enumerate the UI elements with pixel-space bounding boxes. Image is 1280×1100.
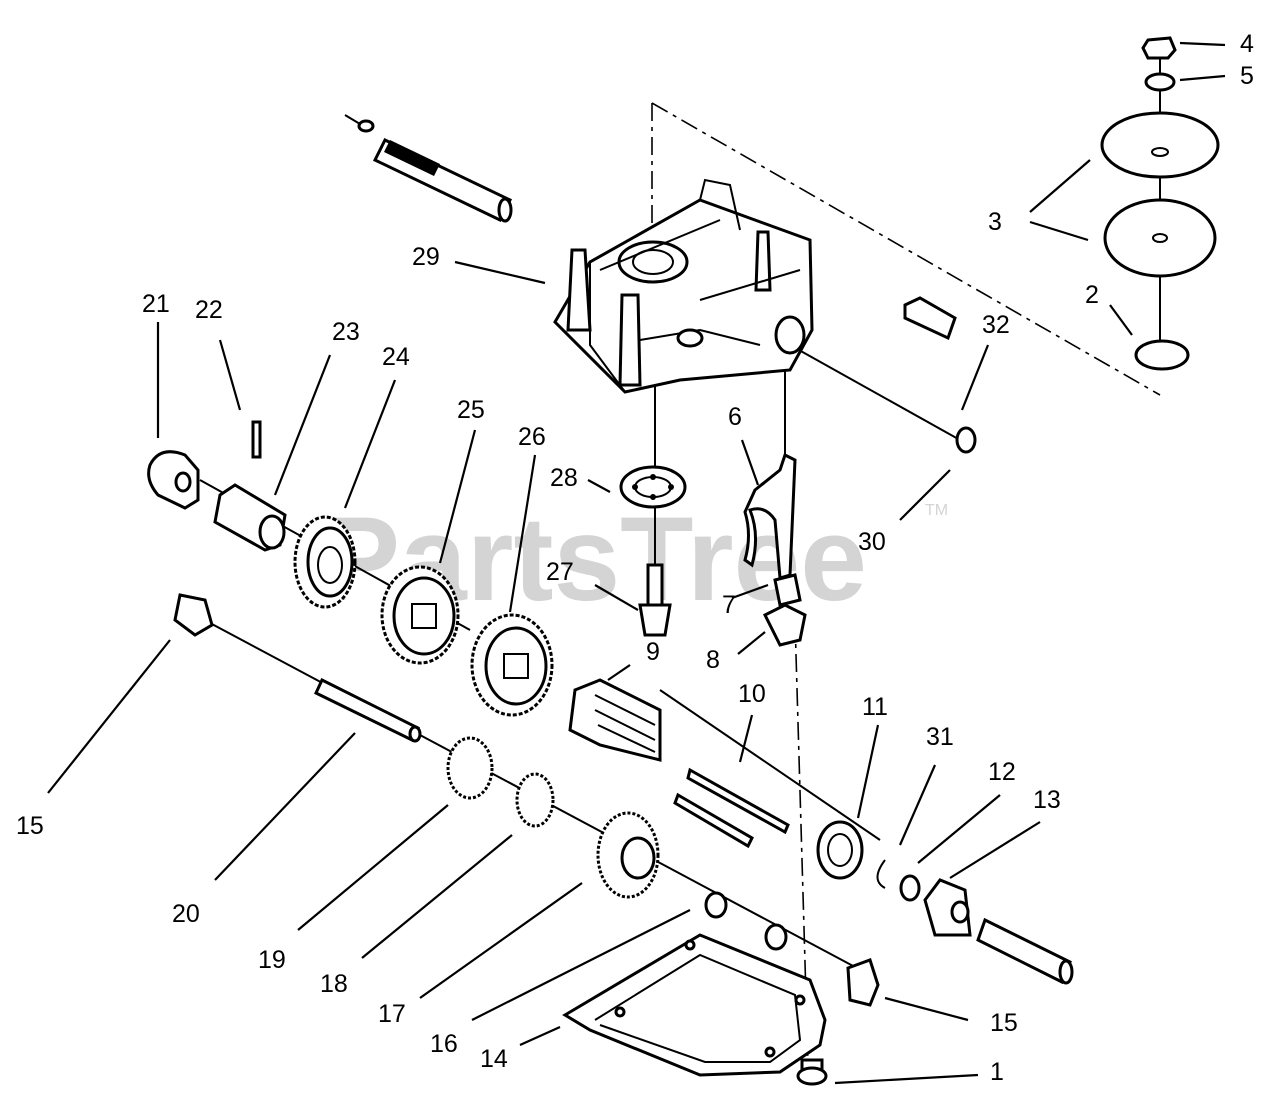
callout-8: 8 xyxy=(706,646,720,674)
callout-30: 30 xyxy=(858,528,886,556)
callout-15-left: 15 xyxy=(16,812,44,840)
callout-17: 17 xyxy=(378,1000,406,1028)
part-3-bottom-plate xyxy=(1103,198,1217,278)
callout-15-right: 15 xyxy=(990,1009,1018,1037)
callout-16: 16 xyxy=(430,1030,458,1058)
part-9-splined-shaft xyxy=(568,678,662,762)
part-4-nut xyxy=(1141,36,1177,60)
callout-6: 6 xyxy=(728,403,742,431)
part-27-bolt xyxy=(638,563,672,637)
callout-14: 14 xyxy=(480,1045,508,1073)
callout-28: 28 xyxy=(550,464,578,492)
part-12-washer xyxy=(899,874,921,902)
part-14-cover xyxy=(562,933,827,1077)
part-7-collar xyxy=(773,573,802,607)
part-22-pin xyxy=(251,420,262,459)
callout-7: 7 xyxy=(722,591,736,619)
part-16-washer-b xyxy=(764,923,788,951)
callout-numbers: 1 2 3 4 5 6 7 8 9 10 11 12 13 14 15 15 1… xyxy=(16,30,1254,1086)
callout-21: 21 xyxy=(142,290,170,318)
callout-26: 26 xyxy=(518,423,546,451)
callout-23: 23 xyxy=(332,318,360,346)
callout-3: 3 xyxy=(988,208,1002,236)
callout-19: 19 xyxy=(258,946,286,974)
callout-27: 27 xyxy=(546,558,574,586)
axle-shaft xyxy=(976,917,1074,985)
callout-12: 12 xyxy=(988,758,1016,786)
callout-10: 10 xyxy=(738,680,766,708)
part-31-snap-ring xyxy=(876,859,886,889)
part-13-bearing-block xyxy=(923,878,972,937)
part-11-bearing xyxy=(816,820,864,880)
callout-2: 2 xyxy=(1085,281,1099,309)
part-24-gear xyxy=(293,515,357,609)
callout-24: 24 xyxy=(382,343,410,371)
transmission-housing xyxy=(553,178,814,394)
part-5-washer xyxy=(1144,72,1176,92)
part-15-bushing-left xyxy=(173,593,214,637)
callout-11: 11 xyxy=(862,693,888,721)
part-2-spacer xyxy=(1134,339,1190,371)
callout-29: 29 xyxy=(412,243,440,271)
part-8-key xyxy=(762,603,807,647)
part-1-plug xyxy=(796,1058,828,1086)
callout-20: 20 xyxy=(172,900,200,928)
callout-9: 9 xyxy=(646,638,660,666)
part-32-pin xyxy=(903,296,957,341)
watermark-trademark: TM xyxy=(925,502,948,519)
part-16-washer xyxy=(704,891,728,919)
part-28-bearing xyxy=(619,465,687,509)
part-15-bushing-right xyxy=(846,958,880,1007)
part-10-keys xyxy=(673,767,790,849)
callout-31: 31 xyxy=(926,723,954,751)
part-20-shaft xyxy=(314,677,422,743)
callout-25: 25 xyxy=(457,396,485,424)
callout-5: 5 xyxy=(1240,62,1254,90)
part-25-gear xyxy=(380,565,460,665)
part-17-gear xyxy=(596,811,660,899)
callout-1: 1 xyxy=(990,1058,1004,1086)
callout-13: 13 xyxy=(1033,786,1061,814)
callout-4: 4 xyxy=(1240,30,1254,58)
part-30-washer xyxy=(955,426,977,454)
part-3-top-plate xyxy=(1100,111,1220,179)
part-19-gear xyxy=(446,736,494,800)
part-6-shift-fork xyxy=(743,452,797,580)
part-23-collar xyxy=(213,483,287,552)
input-shaft xyxy=(344,114,513,223)
leader-lines xyxy=(47,41,1226,1085)
callout-18: 18 xyxy=(320,970,348,998)
callout-32: 32 xyxy=(982,311,1010,339)
callout-22: 22 xyxy=(195,296,223,324)
part-21-bracket xyxy=(147,450,200,510)
part-18-gear xyxy=(515,772,555,828)
part-26-gear xyxy=(470,613,554,717)
